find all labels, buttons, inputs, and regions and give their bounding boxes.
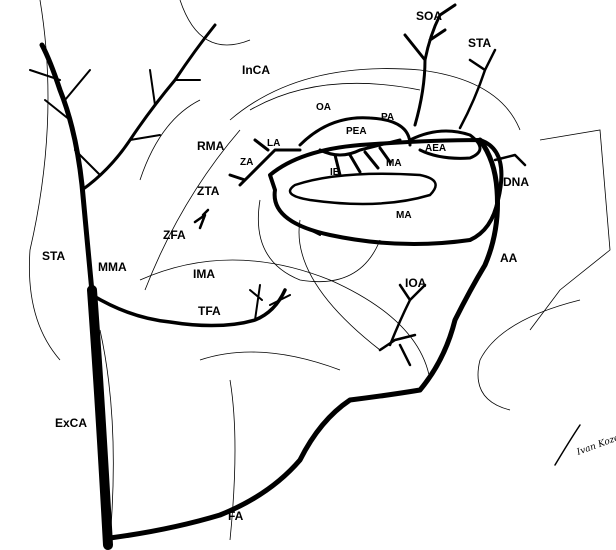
orbital-arcade — [268, 138, 504, 246]
label-la: LA — [267, 138, 280, 149]
infraorbital-artery — [378, 283, 427, 367]
lacrimal-zygomatic-branches — [228, 138, 302, 187]
label-exca: ExCA — [55, 416, 87, 430]
label-zta: ZTA — [197, 184, 220, 198]
label-pa: PA — [381, 112, 394, 123]
sta-frontal-branch — [80, 23, 217, 192]
orbit-connector — [299, 224, 321, 236]
label-pea: PEA — [346, 126, 367, 137]
label-sta-top: STA — [468, 36, 491, 50]
artist-signature: Ivan Kozel — [575, 432, 616, 458]
palpebral-arch — [298, 116, 412, 147]
label-dna: DNA — [503, 175, 529, 189]
skull-outline — [29, 0, 611, 541]
eyelid-arcade — [288, 172, 437, 206]
dorsal-nasal-artery — [493, 153, 527, 167]
label-sta-left: STA — [42, 249, 65, 263]
transverse-facial-branches — [249, 284, 291, 321]
sta-twigs — [29, 69, 201, 176]
external-carotid-artery — [87, 285, 113, 550]
inner-branches — [318, 138, 402, 177]
label-soa: SOA — [416, 9, 442, 23]
label-oa: OA — [316, 102, 331, 113]
label-ioa: IOA — [405, 276, 427, 290]
label-ma-upper: MA — [386, 158, 402, 169]
supratrochlear-artery — [458, 48, 497, 130]
label-ib: IB — [330, 167, 340, 178]
label-aa: AA — [500, 251, 518, 265]
label-aea: AEA — [425, 143, 446, 154]
label-fa: FA — [228, 509, 244, 523]
zygomaticofacial-artery — [193, 208, 210, 230]
label-rma: RMA — [197, 139, 225, 153]
label-za: ZA — [240, 157, 253, 168]
supraorbital-artery — [403, 3, 457, 127]
label-ma-lower: MA — [396, 210, 412, 221]
label-zfa: ZFA — [163, 228, 186, 242]
anterior-ethmoidal-loop — [408, 129, 482, 160]
label-tfa: TFA — [198, 304, 221, 318]
label-mma: MMA — [98, 260, 127, 274]
label-inca: InCA — [242, 63, 270, 77]
facial-artery — [107, 137, 500, 541]
superficial-temporal-artery — [39, 42, 95, 295]
maxillary-artery — [90, 288, 287, 328]
nasal-outline — [554, 424, 581, 466]
label-ima: IMA — [193, 267, 215, 281]
